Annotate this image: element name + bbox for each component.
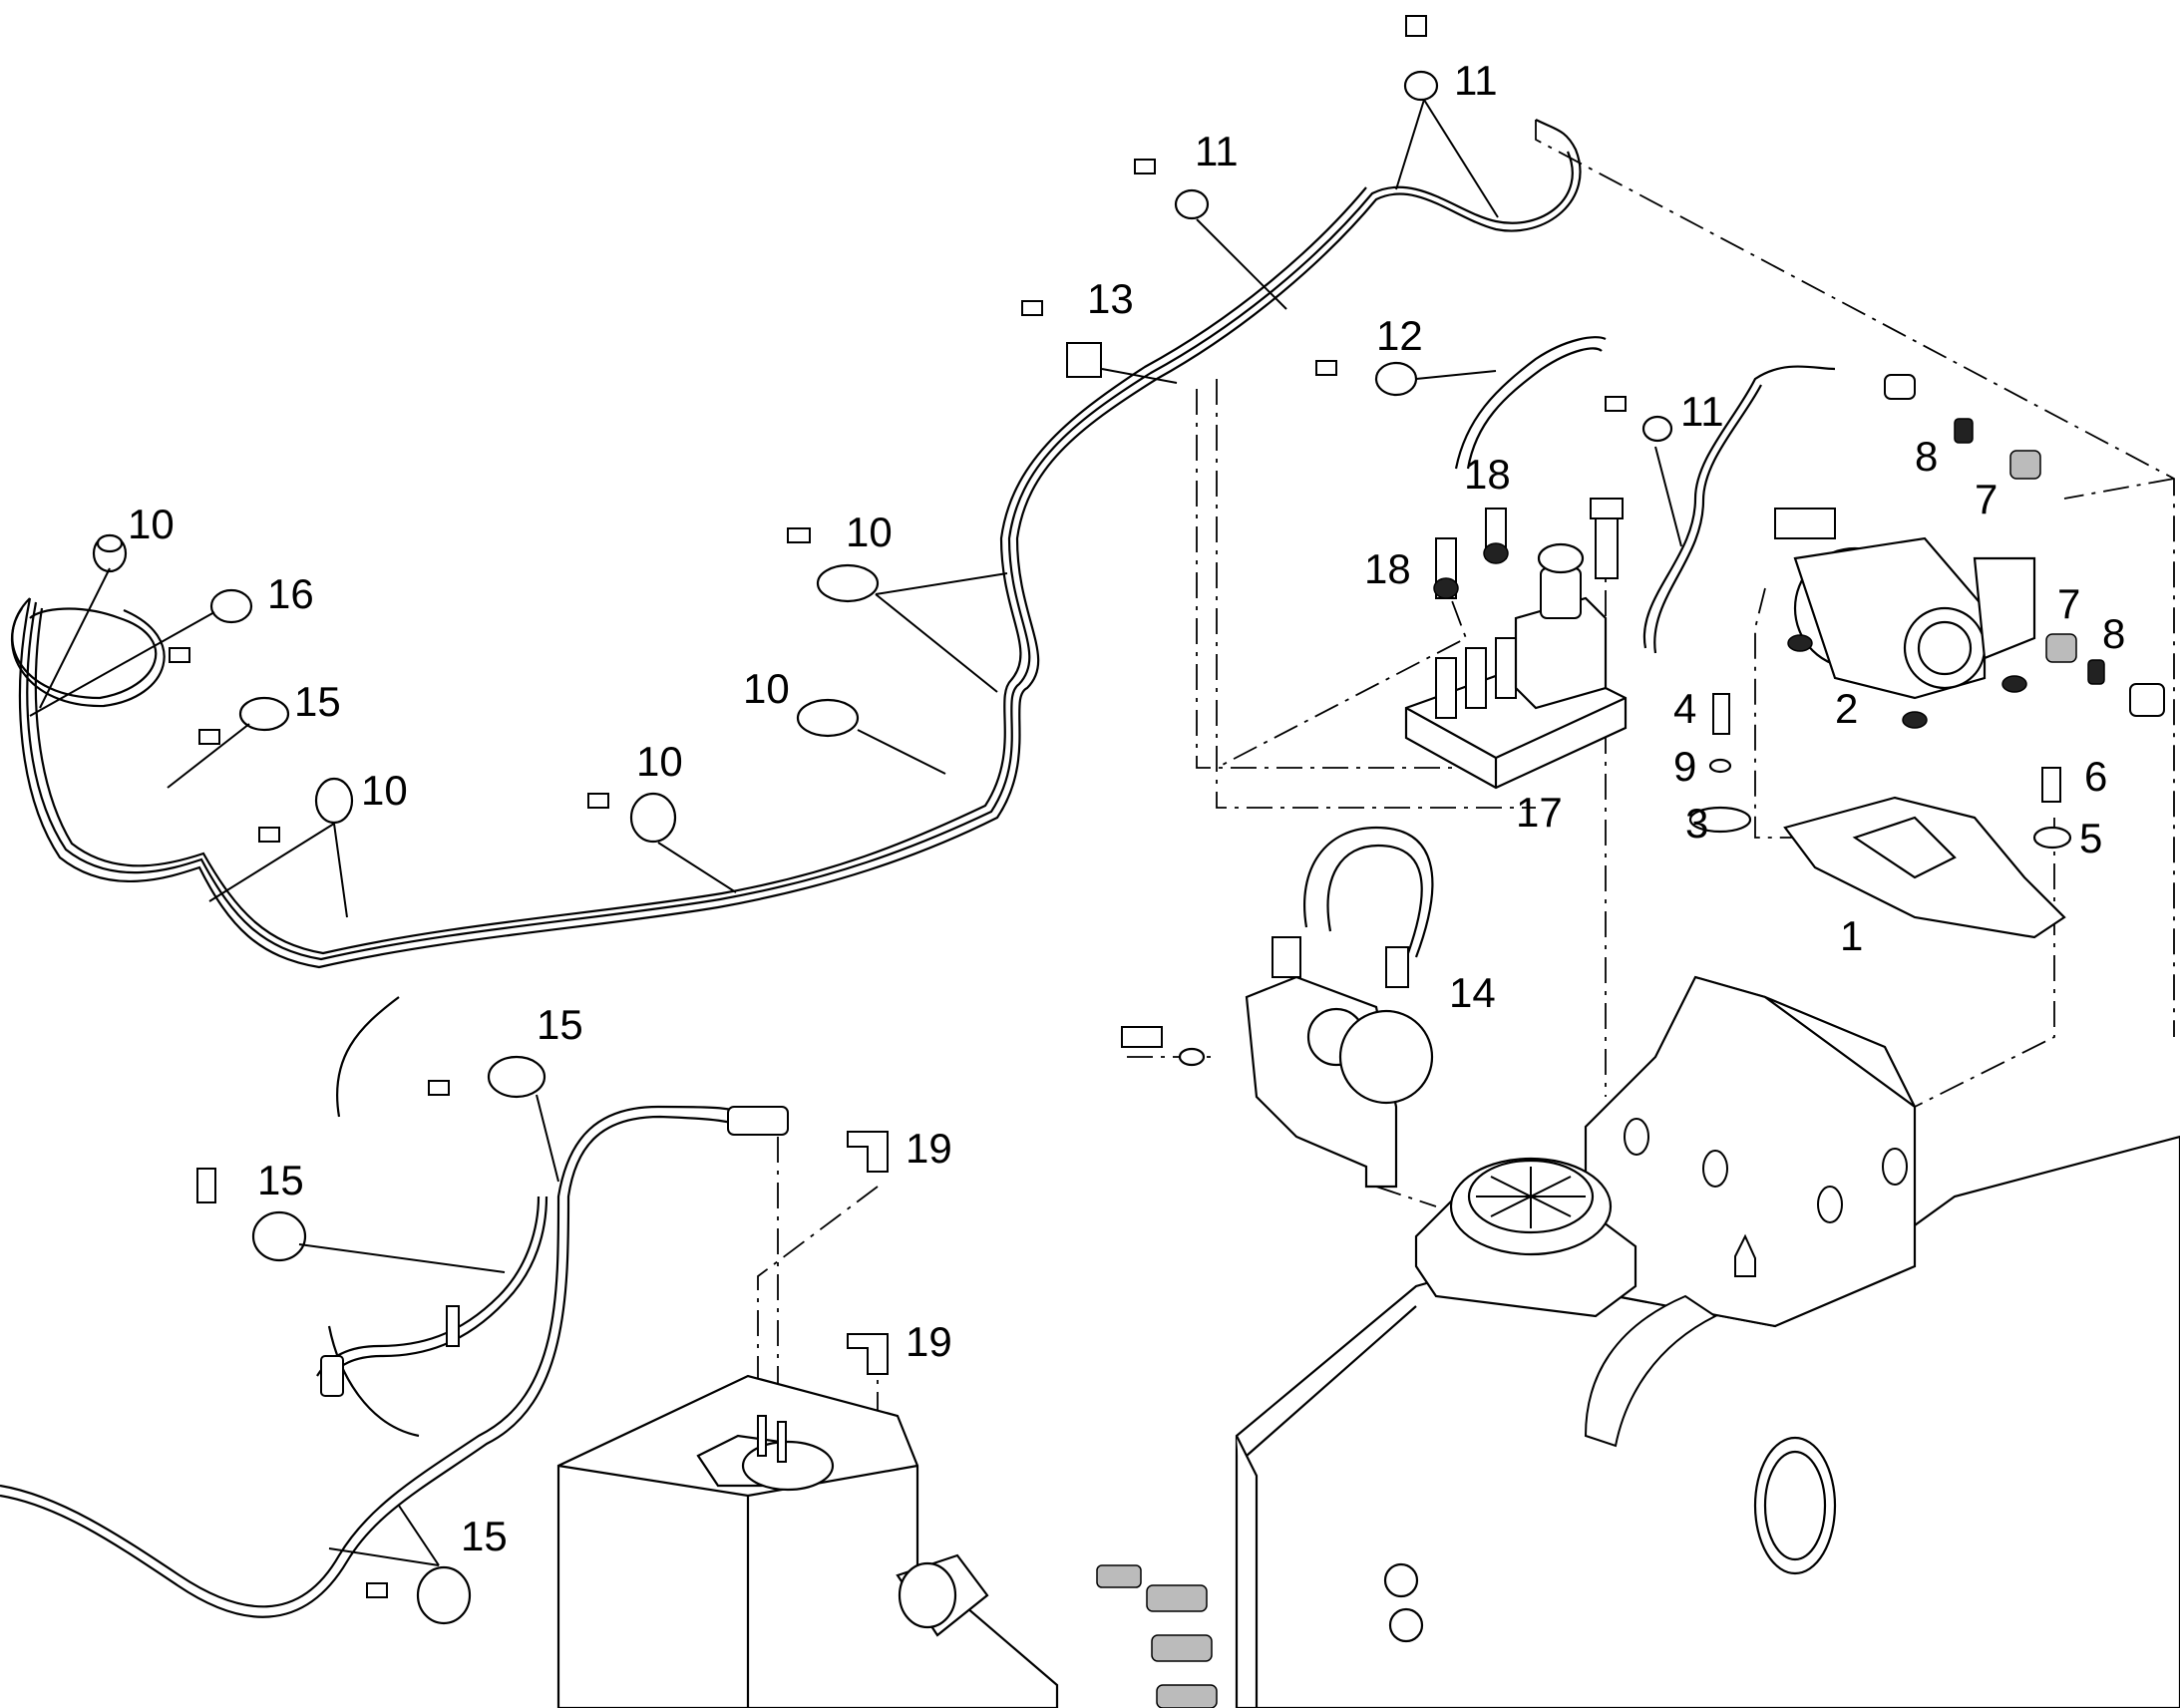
hydraulic-tank-large: [1096, 975, 2180, 1708]
callout-4: 4: [1673, 685, 1696, 732]
clamps: [92, 15, 1673, 1625]
callout-10e: 10: [846, 509, 893, 555]
hose-harness-lower: [0, 1105, 759, 1618]
hose-harness-upper: [11, 119, 1836, 1118]
callout-6: 6: [2084, 753, 2107, 800]
pump-2: [1774, 508, 2036, 729]
callout-19b: 19: [906, 1318, 952, 1365]
callout-10d: 10: [743, 665, 790, 712]
callout-11c: 11: [1680, 388, 1724, 435]
bracket-1: [1783, 796, 2066, 939]
callout-19a: 19: [906, 1125, 952, 1172]
callout-8b: 8: [2102, 610, 2125, 657]
fitting-18: [1433, 508, 1509, 599]
fasteners: [1688, 693, 2072, 850]
valve-assembly-14: [1121, 826, 1434, 1189]
callout-12: 12: [1376, 312, 1423, 359]
callout-labels: 1 2 3 4 5 6 7 7 8 8 9 10 10 10 10 10 11 …: [128, 57, 2125, 1559]
callout-18b: 18: [1364, 545, 1411, 592]
callout-1: 1: [1840, 912, 1863, 959]
callout-10c: 10: [636, 738, 683, 785]
callout-5: 5: [2079, 815, 2102, 861]
port-fittings: [1096, 1562, 1424, 1708]
valve-block-17: [1404, 498, 1628, 790]
callout-7a: 7: [1975, 476, 1998, 522]
callout-8a: 8: [1915, 433, 1938, 480]
callout-3: 3: [1685, 800, 1708, 847]
callout-14: 14: [1449, 969, 1496, 1016]
callout-7b: 7: [2057, 580, 2080, 627]
leader-lines: [29, 99, 1682, 1566]
callout-15b: 15: [537, 1001, 583, 1048]
callout-10b: 10: [361, 767, 408, 814]
callout-13: 13: [1087, 275, 1134, 322]
callout-17: 17: [1516, 789, 1563, 836]
callout-11a: 11: [1195, 128, 1239, 174]
callout-9: 9: [1673, 743, 1696, 790]
fittings-7-8: [1884, 374, 2165, 717]
callout-10a: 10: [128, 501, 175, 547]
callout-16: 16: [267, 570, 314, 617]
callout-2: 2: [1835, 685, 1858, 732]
callout-15d: 15: [461, 1513, 508, 1559]
hydraulic-tank-small: [556, 1374, 1059, 1708]
callout-15c: 15: [257, 1157, 304, 1203]
callout-15a: 15: [294, 678, 341, 725]
callout-18a: 18: [1464, 451, 1511, 498]
callout-11b: 11: [1454, 57, 1498, 104]
